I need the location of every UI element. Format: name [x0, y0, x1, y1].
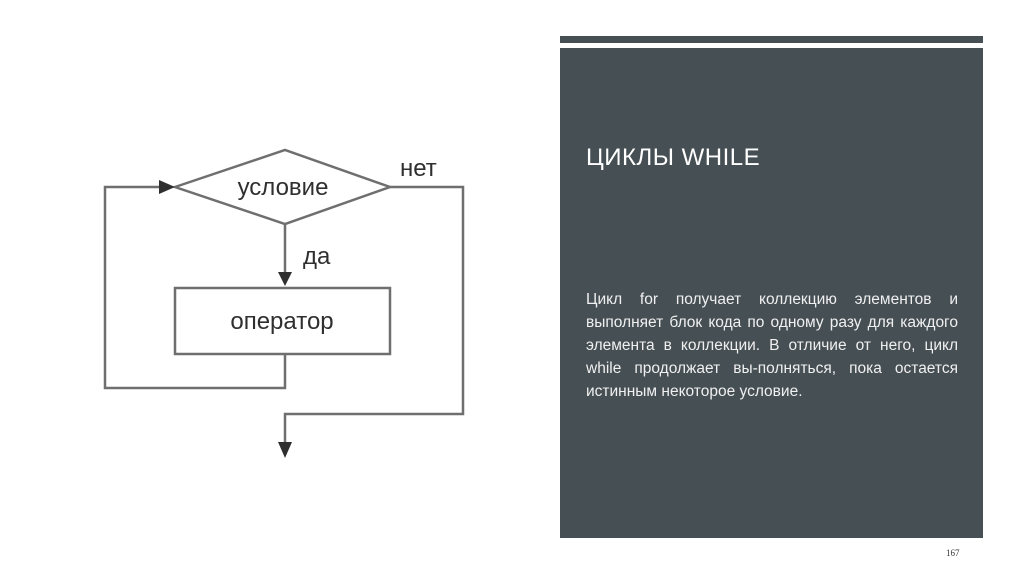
exit-line: [283, 185, 465, 442]
panel-top-bar: [560, 36, 983, 43]
operator-box: [173, 286, 392, 356]
exit-arrowhead: [278, 442, 292, 458]
slide-title: ЦИКЛЫ WHILE: [586, 144, 761, 171]
slide-body-text: Цикл for получает коллекцию элементов и …: [586, 291, 958, 400]
yes-label: да: [303, 243, 331, 270]
page-number: 167: [946, 548, 960, 558]
operator-label: оператор: [230, 308, 333, 335]
no-label: нет: [400, 155, 437, 182]
loop-back-arrowhead: [159, 180, 175, 194]
content-panel: ЦИКЛЫ WHILE Цикл for получает коллекцию …: [560, 48, 983, 538]
yes-arrowhead: [278, 272, 292, 286]
while-loop-flowchart: условие нет да оператор: [95, 140, 485, 470]
condition-label: условие: [238, 174, 329, 201]
loop-back-line: [103, 185, 287, 390]
flowchart-svg: условие нет да оператор: [103, 148, 465, 458]
